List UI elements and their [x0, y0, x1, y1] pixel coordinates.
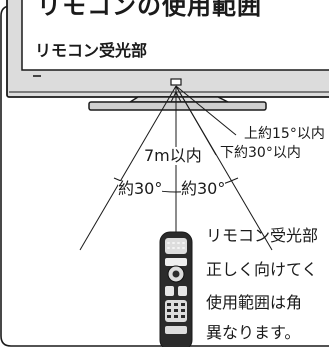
note-line: 正しく向けてく: [206, 260, 318, 279]
tv-stand-base: [88, 101, 267, 111]
note-line: 使用範囲は角: [206, 293, 303, 312]
receiver-window: [170, 78, 182, 86]
tv-logo: [33, 75, 41, 77]
angle-up-label: 上約15°以内: [244, 126, 325, 142]
distance-label: 7m以内: [143, 146, 203, 165]
receiver-label: リモコン受光部: [35, 41, 148, 60]
angle-line-up: [175, 85, 237, 136]
remote-control: [159, 231, 193, 347]
note-line: 異なります。: [206, 323, 301, 342]
angle-right-label: 約30°: [181, 179, 226, 198]
angle-left-label: 約30°: [118, 179, 163, 198]
angle-down-label: 下約30°以内: [220, 145, 301, 161]
diagram-title: リモコンの使用範囲: [37, 0, 262, 20]
panel-frame: [0, 46, 329, 347]
distance-arrow-head-top: [170, 90, 182, 103]
angle-line-down: [175, 85, 217, 156]
note-line: リモコン受光部: [206, 226, 319, 245]
tv-screen: [21, 0, 329, 71]
cone-left-line: [79, 85, 177, 251]
